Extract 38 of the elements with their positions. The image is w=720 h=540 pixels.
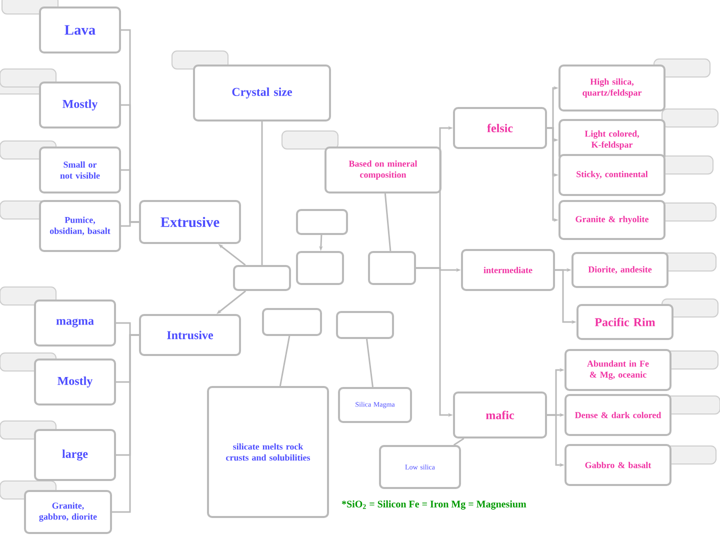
concept-box: large <box>34 429 116 481</box>
connector <box>453 438 464 446</box>
empty-box <box>262 308 322 336</box>
concept-box: Based on mineral composition <box>324 146 442 194</box>
connector <box>112 334 139 513</box>
concept-box: mafic <box>453 392 547 438</box>
concept-box: High silica, quartz/feldspar <box>558 64 666 112</box>
concept-box: Mostly <box>39 82 121 128</box>
connector <box>279 336 290 386</box>
concept-box: magma <box>34 300 116 346</box>
empty-box <box>233 265 291 291</box>
concept-box: Pumice, obsidian, basalt <box>39 200 121 252</box>
concept-box: Mostly <box>34 358 116 406</box>
concept-box: Dense & dark colored <box>564 394 672 436</box>
concept-box: Granite & rhyolite <box>558 200 666 240</box>
connector <box>121 221 139 227</box>
concept-box: Crystal size <box>193 64 331 122</box>
empty-box <box>368 251 416 285</box>
empty-box <box>336 311 394 339</box>
concept-box: felsic <box>453 107 547 149</box>
connector <box>366 338 374 388</box>
concept-box: Intrusive <box>139 314 241 356</box>
concept-box: Small or not visible <box>39 146 121 194</box>
concept-box: Abundant in Fe & Mg, oceanic <box>564 349 672 391</box>
concept-box: Extrusive <box>139 200 241 244</box>
empty-box <box>296 251 344 285</box>
empty-box <box>296 209 348 235</box>
concept-box: Pacific Rim <box>576 304 674 340</box>
concept-box: Granite, gabbro, diorite <box>24 490 112 534</box>
concept-box: intermediate <box>461 249 555 291</box>
concept-box: Gabbro & basalt <box>564 444 672 486</box>
connector <box>384 193 392 252</box>
connector <box>261 122 263 265</box>
concept-box: Sticky, continental <box>558 154 666 196</box>
concept-box: Diorite, andesite <box>572 252 668 288</box>
concept-box: silicate melts rock crusts and solubilities <box>207 386 329 518</box>
concept-box: Lava <box>39 6 121 54</box>
footnote: *SiO$_{2}$ = Silicon Fe = Iron Mg = Magnesium <box>342 500 526 510</box>
